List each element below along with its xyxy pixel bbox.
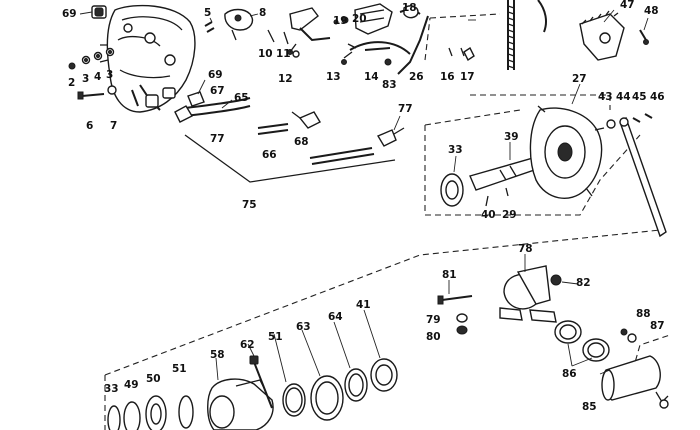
callout-86: 86 <box>562 368 577 380</box>
callout-85: 85 <box>582 401 597 413</box>
dashed-guides <box>104 13 671 430</box>
callout-87: 87 <box>650 320 665 332</box>
callout-48: 48 <box>644 5 659 17</box>
callout-77-right: 77 <box>398 103 413 115</box>
callout-41: 41 <box>356 299 371 311</box>
leader-lines <box>79 9 649 383</box>
callout-14: 14 <box>364 71 379 83</box>
callout-5: 5 <box>204 7 211 19</box>
callout-81: 81 <box>442 269 457 281</box>
callout-7: 7 <box>110 120 117 132</box>
bracket-78 <box>437 265 562 335</box>
callout-45: 45 <box>632 91 647 103</box>
callout-40: 40 <box>481 209 496 221</box>
rings-51-63-64-41 <box>282 358 398 421</box>
callout-8: 8 <box>259 7 266 19</box>
top-nut <box>91 5 107 19</box>
callout-49: 49 <box>124 379 139 391</box>
cover-27 <box>529 105 605 199</box>
callout-46: 46 <box>650 91 665 103</box>
callout-80: 80 <box>426 331 441 343</box>
callout-78: 78 <box>518 243 533 255</box>
callout-16: 16 <box>440 71 455 83</box>
screws-10-12 <box>267 29 392 66</box>
callout-44: 44 <box>616 91 631 103</box>
callout-43: 43 <box>598 91 613 103</box>
lever-arm-43-46 <box>606 113 667 238</box>
callout-64: 64 <box>328 311 343 323</box>
bearing-33 <box>440 173 464 207</box>
bushings-86 <box>554 320 610 362</box>
linkage-assembly <box>289 3 429 75</box>
callout-65: 65 <box>234 92 249 104</box>
callout-33-mid: 33 <box>448 144 463 156</box>
callout-4: 4 <box>94 71 101 83</box>
callout-83: 83 <box>382 79 397 91</box>
callout-labels: 69 5 8 19 20 18 47 48 10 11 12 13 14 83 … <box>62 0 665 413</box>
callout-13: 13 <box>326 71 341 83</box>
callout-82: 82 <box>576 277 591 289</box>
callout-75: 75 <box>242 199 257 211</box>
callout-2: 2 <box>68 77 75 89</box>
callout-10: 10 <box>258 48 273 60</box>
callout-47: 47 <box>620 0 635 11</box>
callout-69-mid: 69 <box>208 69 223 81</box>
callout-67: 67 <box>210 85 225 97</box>
callout-68: 68 <box>294 136 309 148</box>
tubing-assembly <box>174 91 405 183</box>
callout-63: 63 <box>296 321 311 333</box>
callout-3: 3 <box>82 73 89 85</box>
pulley-58 <box>207 355 274 430</box>
gear-sector-47 <box>579 10 649 61</box>
bracket-8 <box>204 8 254 41</box>
callout-69-top: 69 <box>62 8 77 20</box>
callout-19: 19 <box>333 15 348 27</box>
callout-79: 79 <box>426 314 441 326</box>
callout-26: 26 <box>409 71 424 83</box>
callout-62: 62 <box>240 339 255 351</box>
callout-18: 18 <box>402 2 417 14</box>
callout-20: 20 <box>352 13 367 25</box>
callout-12: 12 <box>278 73 293 85</box>
callout-39: 39 <box>504 131 519 143</box>
bottom-left-parts <box>107 395 194 430</box>
callout-33-bottom: 33 <box>104 383 119 395</box>
callout-11: 11 <box>276 48 291 60</box>
cylinder-85 <box>601 328 669 409</box>
callout-50: 50 <box>146 373 161 385</box>
callout-51-upper: 51 <box>268 331 283 343</box>
callout-77-left: 77 <box>210 133 225 145</box>
cable-14 <box>343 41 411 59</box>
callout-17: 17 <box>460 71 475 83</box>
callout-3b: 3 <box>106 69 113 81</box>
callout-29: 29 <box>502 209 517 221</box>
small-hardware <box>68 47 117 100</box>
main-housing <box>99 4 196 113</box>
callout-6: 6 <box>86 120 93 132</box>
callout-51-lower: 51 <box>172 363 187 375</box>
spring-rack <box>448 0 547 70</box>
callout-66: 66 <box>262 149 277 161</box>
callout-27: 27 <box>572 73 587 85</box>
callout-88: 88 <box>636 308 651 320</box>
callout-58: 58 <box>210 349 225 361</box>
